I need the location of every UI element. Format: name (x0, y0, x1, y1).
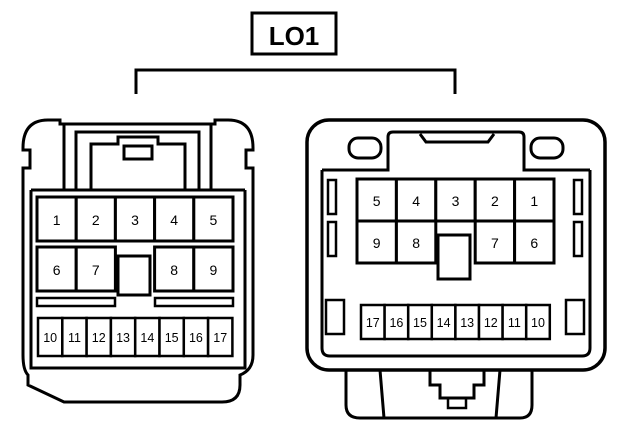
right-latch-right (529, 136, 565, 160)
left-pin-cavity (206, 316, 234, 358)
right-bottom-lock-inner (378, 369, 502, 419)
left-pin-cavity (192, 245, 235, 293)
right-pin-label: 1 (530, 193, 538, 209)
left-pin-label: 9 (210, 262, 218, 278)
left-pin-label: 17 (213, 331, 227, 345)
left-pin-label: 14 (140, 331, 154, 345)
right-pin-cavity (394, 219, 438, 265)
right-pin-row-1: 5 4 3 2 1 (355, 177, 556, 223)
right-pin-label: 8 (412, 235, 420, 251)
right-side-clip-left-top (326, 178, 338, 216)
left-housing-inner (29, 190, 247, 370)
right-pin-row-2: 9 8 7 6 (355, 219, 556, 265)
right-top-structure (322, 130, 590, 172)
right-pin-label: 10 (531, 316, 545, 330)
right-pin-label: 15 (413, 316, 427, 330)
right-pin-label: 16 (389, 316, 403, 330)
left-pin-label: 7 (92, 262, 100, 278)
left-pin-label: 8 (170, 262, 178, 278)
right-connector: 5 4 3 2 1 9 8 7 6 17 16 15 14 13 12 11 10 (305, 118, 607, 420)
left-pin-label: 15 (165, 331, 179, 345)
left-pin-label: 16 (189, 331, 203, 345)
right-pin-label: 11 (508, 316, 521, 330)
left-pin-cavity (192, 195, 235, 243)
left-pin-label: 4 (170, 212, 178, 228)
left-latch-tab (122, 144, 154, 161)
right-pin-label: 3 (452, 193, 460, 209)
right-pin-label: 7 (491, 235, 499, 251)
left-latch-inner (89, 135, 187, 190)
left-pin-label: 1 (53, 212, 61, 228)
left-pin-label: 12 (92, 331, 106, 345)
right-bottom-lock-tab (446, 396, 468, 410)
left-pin-label: 11 (68, 331, 81, 345)
right-pin-row-3: 17 16 15 14 13 12 11 10 (359, 303, 552, 341)
right-pin-label: 14 (437, 316, 451, 330)
connector-bracket (134, 68, 457, 94)
left-pin-row-2: 6 7 8 9 (35, 245, 235, 293)
right-pin-label: 13 (460, 316, 474, 330)
connector-title: LO1 (269, 21, 320, 51)
right-bottom-lock (344, 365, 534, 420)
right-pin-label: 2 (491, 193, 499, 209)
left-separator-bar-left (35, 296, 117, 308)
right-pin-label: 9 (373, 235, 381, 251)
right-housing-inner (320, 170, 592, 358)
right-pin-cavity (513, 219, 556, 265)
left-pin-row-3: 10 11 12 13 14 15 16 17 (36, 316, 234, 358)
right-pin-label: 17 (366, 316, 380, 330)
right-key-slot (436, 233, 472, 281)
right-pin-label: 12 (484, 316, 498, 330)
left-separator-bar-right (153, 296, 235, 308)
right-bottom-lock-notch (428, 370, 486, 400)
left-latch-arm (74, 130, 201, 190)
left-pin-label: 10 (43, 331, 57, 345)
left-pin-label: 2 (92, 212, 100, 228)
left-pin-label: 5 (210, 212, 218, 228)
right-side-clip-left-bottom (324, 298, 346, 336)
right-pin-label: 6 (530, 235, 538, 251)
right-pin-cavity (434, 177, 477, 223)
left-pin-cavity (35, 195, 78, 243)
left-latch-outer (62, 124, 213, 190)
left-pin-row-1: 1 2 3 4 5 (35, 195, 235, 243)
right-pin-cavity (513, 177, 556, 223)
right-side-clip-right-bottom (564, 298, 586, 336)
right-side-clip-right-top (572, 178, 584, 216)
right-pin-cavity (524, 303, 552, 341)
left-key-slot (116, 254, 152, 297)
title-box (250, 11, 338, 56)
left-pin-label: 13 (116, 331, 130, 345)
right-side-clip-left-mid (326, 220, 338, 258)
right-top-slot (418, 133, 496, 144)
left-pin-cavity (36, 316, 64, 358)
right-pin-label: 5 (373, 193, 381, 209)
title-group: LO1 (250, 11, 338, 56)
right-pin-label: 4 (412, 193, 420, 209)
left-pin-cavity (61, 316, 88, 358)
left-housing-outline (21, 118, 255, 404)
right-latch-left (347, 136, 383, 160)
left-pin-label: 6 (53, 262, 61, 278)
left-pin-label: 3 (131, 212, 139, 228)
left-pin-cavity (74, 245, 117, 293)
right-side-clip-right-mid (572, 220, 584, 258)
